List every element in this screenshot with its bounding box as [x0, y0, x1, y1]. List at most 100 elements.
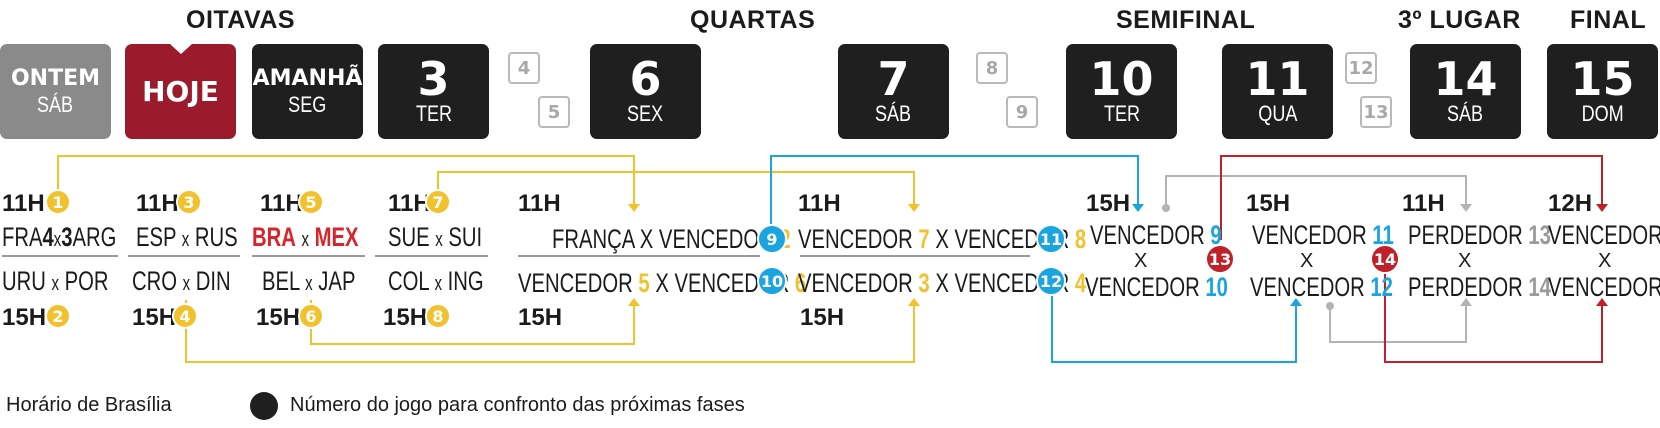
match-line[interactable]: VENCEDOR 9 — [1090, 220, 1266, 250]
day-weekday: SÁB — [37, 91, 74, 117]
match-line[interactable]: ESP x RUS — [136, 222, 272, 255]
game-ref: 5 — [638, 268, 650, 298]
timezone-note: Horário de Brasília — [6, 394, 172, 416]
versus: x — [305, 273, 313, 295]
day-number: 14 — [1433, 51, 1498, 106]
game-badge: 7 — [425, 189, 451, 215]
phase-final: FINAL — [1570, 6, 1647, 34]
day-weekday: SÁB — [875, 100, 912, 126]
day-10[interactable]: 10 TER — [1066, 44, 1177, 139]
day-number: 11 — [1245, 51, 1310, 106]
team-name: VENCEDOR — [518, 268, 633, 298]
team-name: URU — [2, 266, 46, 296]
match-line[interactable]: FRA4x3ARG — [2, 222, 155, 255]
day-number: 3 — [417, 51, 450, 106]
match-time: 15H — [800, 304, 845, 331]
versus: x — [435, 229, 443, 251]
day-12[interactable]: 12 — [1345, 52, 1377, 84]
team-name: DIN — [195, 266, 231, 296]
day-9[interactable]: 9 — [1006, 96, 1038, 128]
match-line[interactable]: SUE x SUI — [388, 222, 514, 255]
legend-dot-icon — [250, 392, 278, 420]
versus: x — [181, 229, 190, 251]
match-time: 15H — [383, 304, 428, 331]
game-badge: 12 — [1036, 266, 1066, 296]
day-7[interactable]: 7 SÁB — [838, 44, 949, 139]
team-name: BRA — [252, 222, 296, 252]
game-ref: 12 — [1370, 272, 1393, 302]
notch-marker — [170, 44, 192, 54]
team-name: VENCEDOR — [1085, 272, 1200, 302]
day-weekday: SÁB — [1447, 100, 1484, 126]
match-line[interactable]: COL x ING — [388, 266, 516, 299]
legend-text: Número do jogo para confronto das próxim… — [290, 394, 745, 416]
team-name: ESP — [136, 222, 177, 252]
day-weekday: DOM — [1581, 100, 1624, 126]
phase-semifinal: SEMIFINAL — [1116, 6, 1256, 34]
team-name: SUI — [448, 222, 483, 252]
game-badge: 8 — [425, 303, 451, 329]
versus: X — [639, 224, 654, 254]
versus: x — [53, 229, 62, 251]
game-ref: 9 — [1210, 220, 1222, 250]
match-time: 11H — [260, 190, 303, 217]
versus: x — [51, 273, 60, 295]
team-name: VENCEDOR — [798, 224, 913, 254]
day-13[interactable]: 13 — [1360, 96, 1392, 128]
versus: X — [935, 268, 949, 298]
match-line[interactable]: PERDEDOR 14 — [1408, 272, 1599, 302]
team-name: VENCEDOR — [1548, 272, 1660, 302]
match-line[interactable]: URU x POR — [2, 266, 144, 299]
team-name: VENCEDOR — [1548, 220, 1660, 250]
team-name: CRO — [132, 266, 177, 296]
versus: x — [434, 273, 443, 295]
match-time: 15H — [518, 304, 563, 331]
team-name: ARG — [72, 222, 117, 252]
day-ontem[interactable]: ONTEM SÁB — [0, 44, 111, 139]
day-6[interactable]: 6 SEX — [590, 44, 701, 139]
day-8[interactable]: 8 — [976, 52, 1008, 84]
game-badge: 14 — [1370, 244, 1400, 274]
game-ref: 13 — [1528, 220, 1551, 250]
match-line[interactable]: VENCEDOR 12 — [1250, 272, 1441, 302]
day-number: 15 — [1570, 51, 1635, 106]
match-time: 15H — [1086, 190, 1131, 217]
game-ref: 6 — [794, 268, 807, 298]
day-4[interactable]: 4 — [508, 52, 540, 84]
match-line[interactable]: VENCEDOR 10 — [1085, 272, 1276, 302]
day-14[interactable]: 14 SÁB — [1410, 44, 1521, 139]
match-line[interactable]: VENCEDOR 14 — [1548, 272, 1660, 302]
day-15[interactable]: 15 DOM — [1547, 44, 1658, 139]
versus: x — [301, 229, 310, 251]
versus: X — [1134, 250, 1148, 272]
day-weekday: SEG — [288, 91, 327, 117]
team-name: VENCEDOR — [1250, 272, 1365, 302]
team-name: FRANÇA — [552, 224, 635, 254]
day-label: ONTEM — [10, 65, 101, 91]
game-badge: 3 — [176, 189, 202, 215]
team-name: RUS — [194, 222, 238, 252]
day-weekday: SEX — [627, 100, 664, 126]
game-ref: 10 — [1205, 272, 1228, 302]
phase-quartas: QUARTAS — [690, 6, 816, 34]
team-name: VENCEDOR — [658, 224, 774, 254]
day-weekday: TER — [1103, 100, 1140, 126]
day-5[interactable]: 5 — [538, 96, 570, 128]
day-amanha[interactable]: AMANHÃ SEG — [252, 44, 363, 139]
match-line[interactable]: PERDEDOR 13 — [1408, 220, 1599, 250]
match-line[interactable]: BEL x JAP — [262, 266, 387, 299]
game-badge: 5 — [298, 189, 324, 215]
day-3[interactable]: 3 TER — [378, 44, 489, 139]
match-line[interactable]: CRO x DIN — [132, 266, 264, 299]
match-time: 12H — [1548, 190, 1593, 217]
day-11[interactable]: 11 QUA — [1222, 44, 1333, 139]
versus: X — [1300, 250, 1314, 272]
versus: X — [655, 268, 669, 298]
versus: x — [182, 273, 191, 295]
match-line[interactable]: VENCEDOR 13 — [1548, 220, 1660, 250]
match-line[interactable]: BRA x MEX — [252, 222, 394, 255]
game-ref: 14 — [1528, 272, 1551, 302]
match-line[interactable]: VENCEDOR 11 — [1252, 220, 1441, 250]
day-hoje[interactable]: HOJE — [125, 44, 236, 139]
team-name: PERDEDOR — [1408, 272, 1523, 302]
